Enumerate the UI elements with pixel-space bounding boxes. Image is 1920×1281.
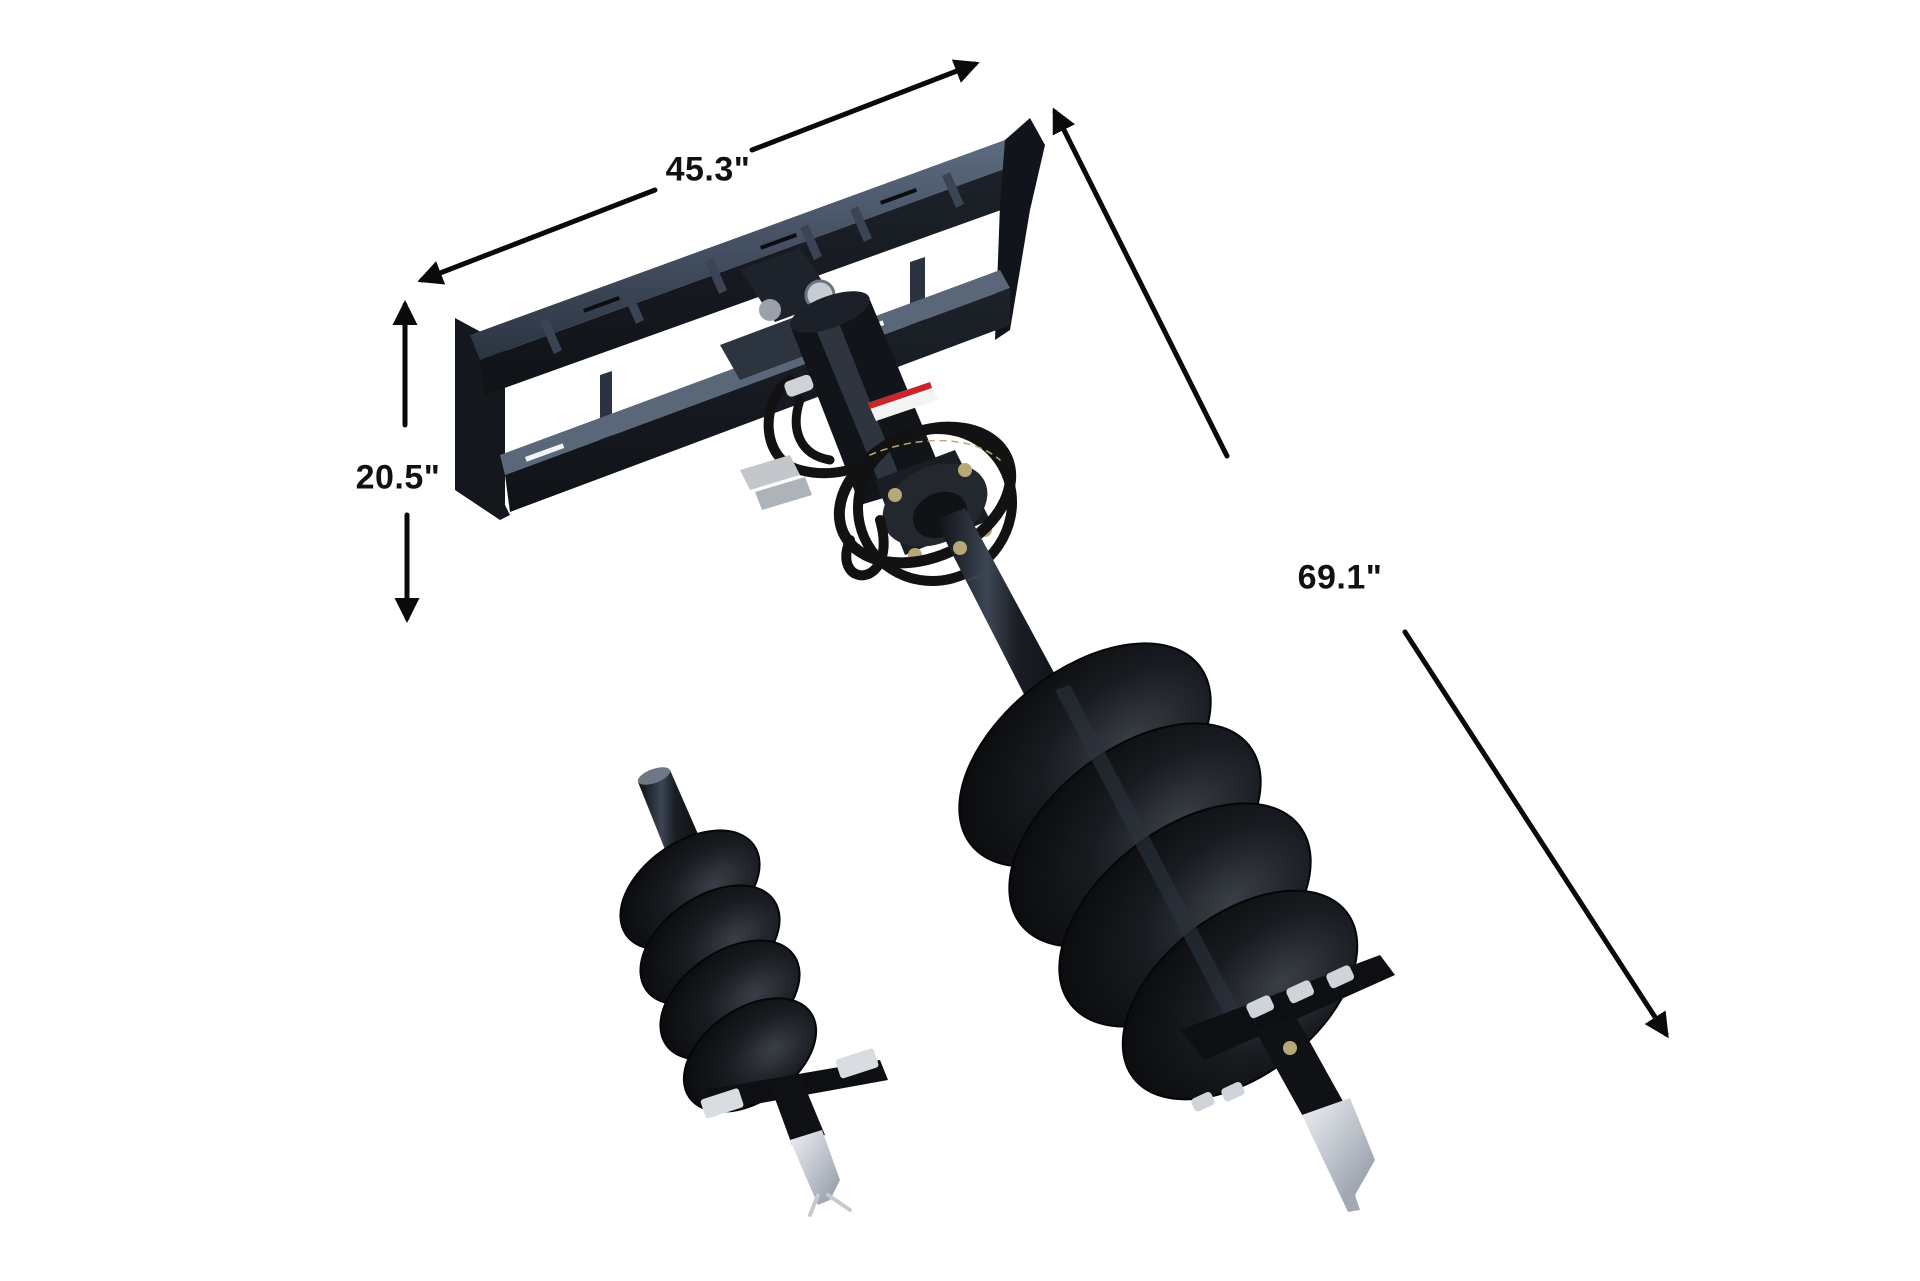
dimension-arrows: [392, 59, 1669, 1039]
length-dimension-label: 69.1": [1297, 558, 1383, 597]
width-arrow-right-segment: [749, 59, 980, 153]
height-dimension-label: 20.5": [355, 458, 441, 497]
length-arrow-top-segment: [1052, 107, 1230, 459]
width-arrow-left-segment: [417, 187, 658, 285]
length-arrow-bottom-segment: [1402, 629, 1669, 1039]
carbide-teeth: [1191, 965, 1355, 1112]
small-auger-bit: [619, 767, 888, 1217]
large-auger-bit: [958, 642, 1395, 1212]
warning-decal: [868, 382, 938, 421]
pilot-bit: [1302, 1098, 1375, 1212]
hydraulic-couplers: [740, 374, 814, 510]
width-dimension-label: 45.3": [665, 150, 751, 189]
